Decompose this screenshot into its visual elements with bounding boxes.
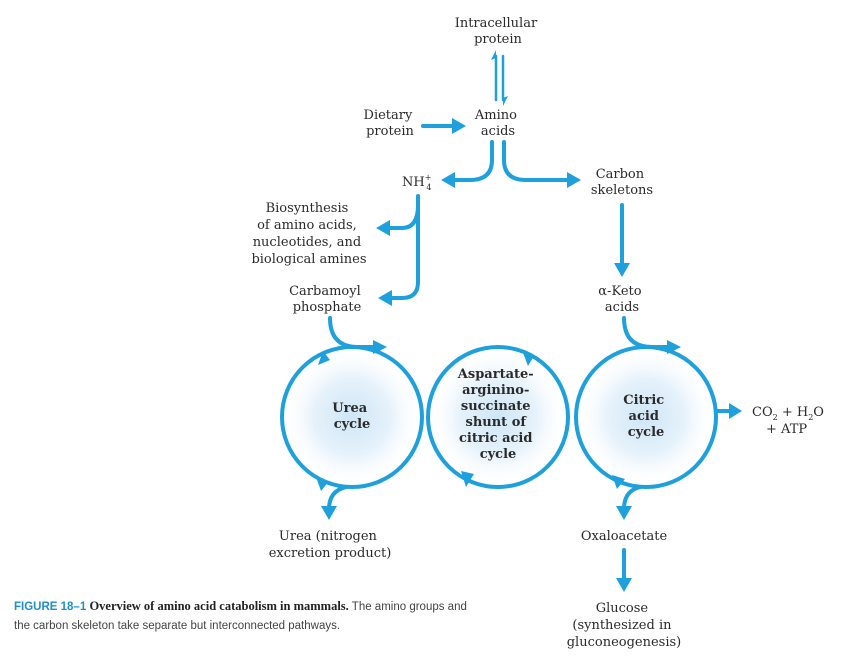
figure-caption-text: The amino groups and the carbon skeleton… <box>14 601 467 632</box>
carbon-skeletons-label: Carbon skeletons <box>591 167 653 198</box>
alpha-keto-acids-label: α-Keto acids <box>598 284 645 315</box>
shunt-cycle-ring <box>426 345 570 489</box>
nh4-label: NH+4 <box>402 173 432 192</box>
citric-cycle-to-oxaloacetate-arrow <box>616 485 642 520</box>
citric-cycle-arrowheads <box>612 340 681 489</box>
protein-amino-acid-exchange-arrows <box>491 50 508 106</box>
co2-h2o-label: CO2 + H2O <box>752 405 824 422</box>
citric-cycle-label: Citric acid cycle <box>623 393 669 440</box>
oxaloacetate-label: Oxaloacetate <box>581 529 668 544</box>
nh4-to-biosynthesis-arrow <box>376 203 420 236</box>
carbamoyl-to-urea-cycle-arrow <box>328 316 375 349</box>
citric-cycle-glow <box>576 347 716 487</box>
amino-acids-label: Amino acids <box>474 108 521 139</box>
shunt-cycle-label: Aspartate- arginino- succinate shunt of … <box>457 367 538 462</box>
figure-label: FIGURE 18–1 <box>14 601 87 613</box>
atp-label: + ATP <box>766 422 807 437</box>
shunt-cycle-glow <box>428 347 568 487</box>
dietary-protein-label: Dietary protein <box>364 108 417 139</box>
amino-acids-to-carbon-skeletons-arrow <box>502 140 581 188</box>
dietary-protein-arrow <box>421 118 466 134</box>
glucose-label: Glucose (synthesized in gluconeogenesis) <box>567 601 682 650</box>
carbamoyl-phosphate-label: Carbamoyl phosphate <box>289 284 365 315</box>
urea-cycle-to-urea-arrow <box>321 485 348 520</box>
citric-cycle-to-co2-arrow <box>714 403 742 419</box>
oxaloacetate-to-glucose-arrow <box>616 548 632 592</box>
urea-cycle-arrowheads <box>316 340 387 491</box>
nh4-to-carbamoyl-arrow <box>378 194 420 306</box>
urea-cycle-label: Urea cycle <box>332 401 371 432</box>
keto-acids-to-citric-cycle-arrow <box>622 316 669 349</box>
biosynthesis-label: Biosynthesis of amino acids, nucleotides… <box>251 201 366 267</box>
intracellular-protein-label: Intracellular protein <box>455 16 542 47</box>
figure-title: Overview of amino acid catabolism in mam… <box>89 599 349 613</box>
shunt-cycle-arrowheads <box>461 350 534 487</box>
urea-label: Urea (nitrogen excretion product) <box>269 529 392 561</box>
amino-acids-to-nh4-arrow <box>441 140 494 188</box>
figure-caption: FIGURE 18–1 Overview of amino acid catab… <box>14 597 476 636</box>
urea-cycle-glow <box>282 347 422 487</box>
carbon-skeletons-to-keto-acids-arrow <box>614 203 630 277</box>
